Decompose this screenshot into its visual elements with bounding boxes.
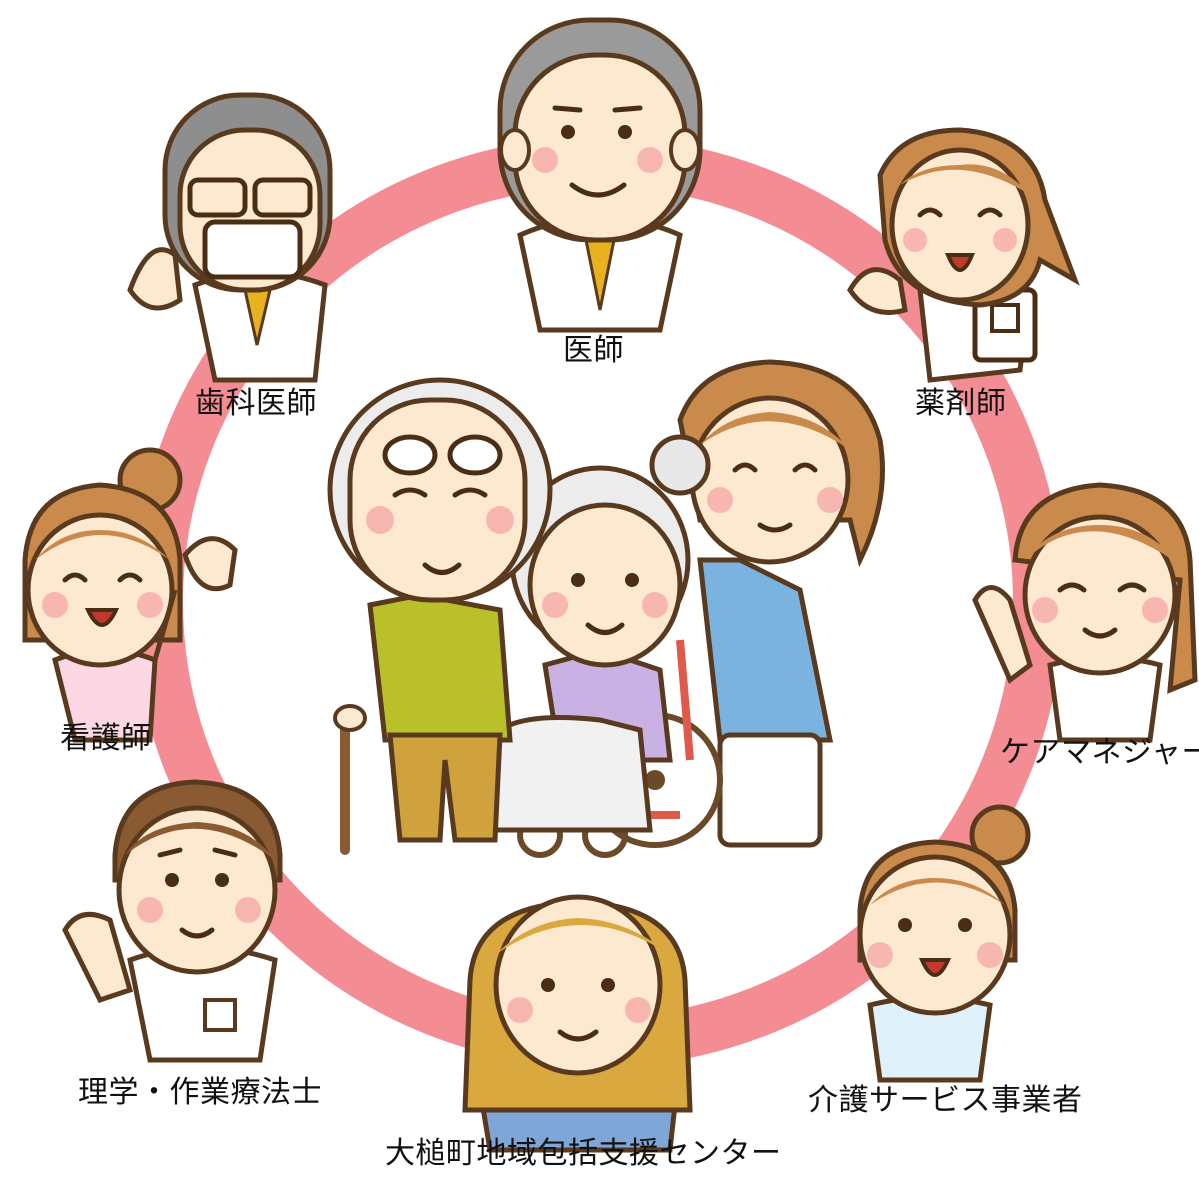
- label-nurse: 看護師: [60, 721, 152, 756]
- dentist-figure: [127, 92, 333, 383]
- doctor-figure: [497, 17, 703, 333]
- label-care-service: 介護サービス事業者: [808, 1083, 1083, 1118]
- elderly-family-figure: [327, 359, 885, 858]
- pharmacist-figure: [847, 127, 1080, 383]
- label-center: 大槌町地域包括支援センター: [385, 1136, 782, 1171]
- center-staff-figure: [462, 894, 693, 1153]
- label-therapist: 理学・作業療法士: [78, 1075, 322, 1110]
- therapist-figure: [62, 779, 283, 1063]
- label-dentist: 歯科医師: [195, 386, 317, 421]
- nurse-figure: [22, 447, 238, 743]
- label-care-manager: ケアマネジャー: [1000, 735, 1199, 770]
- care-manager-figure: [972, 482, 1198, 743]
- label-doctor: 医師: [563, 333, 624, 368]
- care-service-figure: [857, 804, 1031, 1083]
- label-pharmacist: 薬剤師: [915, 386, 1007, 421]
